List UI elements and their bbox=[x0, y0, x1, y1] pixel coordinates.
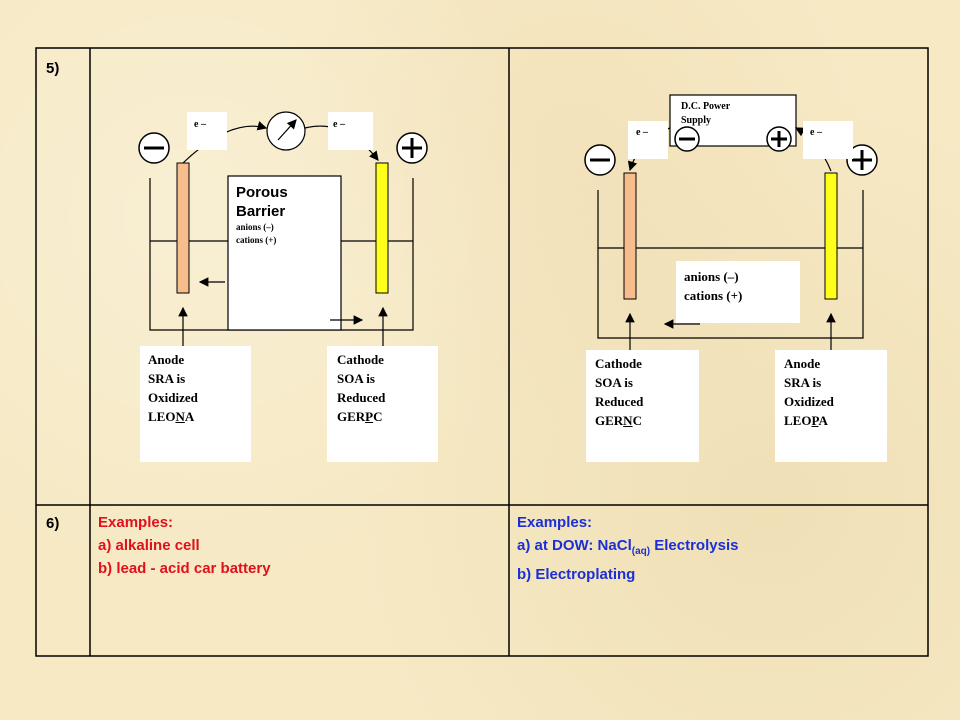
examples-title: Examples: bbox=[98, 514, 174, 531]
porous-barrier bbox=[227, 175, 342, 331]
galvanic-anode-label: Anode SRA is Oxidized LEONA bbox=[140, 346, 251, 462]
example-item: b) lead - acid car battery bbox=[98, 560, 271, 577]
galvanic-cathode-label: Cathode SOA is Reduced GERPC bbox=[327, 346, 438, 462]
electrolytic-electron-label-right: e – bbox=[803, 121, 853, 159]
example-item: a) at DOW: NaCl(aq) Electrolysis bbox=[517, 537, 739, 557]
minus-icon bbox=[674, 126, 700, 152]
galvanic-examples: Examples: a) alkaline cell b) lead - aci… bbox=[98, 511, 271, 580]
example-item: a) alkaline cell bbox=[98, 537, 200, 554]
barrier-title: Barrier bbox=[236, 203, 286, 220]
galvanic-electron-label-right: e – bbox=[328, 112, 373, 150]
porous-barrier-text: Porous Barrier anions (–) cations (+) bbox=[236, 183, 288, 247]
galvanic-wire bbox=[182, 121, 268, 164]
electrolytic-cathode-label: Cathode SOA is Reduced GERNC bbox=[586, 350, 699, 462]
plus-icon bbox=[396, 132, 428, 164]
electrolytic-anode-label: Anode SRA is Oxidized LEOPA bbox=[775, 350, 887, 462]
electrolytic-electron-label-left: e – bbox=[628, 121, 668, 159]
plus-icon bbox=[766, 126, 792, 152]
electrolytic-examples: Examples: a) at DOW: NaCl(aq) Electrolys… bbox=[517, 511, 738, 586]
power-supply-label: D.C. Power Supply bbox=[681, 101, 731, 126]
plus-icon bbox=[846, 144, 878, 176]
minus-icon bbox=[584, 144, 616, 176]
examples-title: Examples: bbox=[517, 514, 593, 531]
barrier-cations: cations (+) bbox=[236, 235, 277, 245]
example-item: b) Electroplating bbox=[517, 566, 636, 583]
galvanic-cathode-electrode bbox=[375, 162, 389, 294]
electrolytic-ions-label: anions (–) cations (+) bbox=[676, 261, 800, 323]
row-number-6: 6) bbox=[46, 515, 60, 532]
electrolytic-beaker bbox=[597, 190, 864, 339]
barrier-title: Porous bbox=[236, 184, 288, 201]
barrier-anions: anions (–) bbox=[236, 222, 274, 232]
row-number-5: 5) bbox=[46, 60, 60, 77]
minus-icon bbox=[138, 132, 170, 164]
galvanic-electron-label-left: e – bbox=[187, 112, 227, 150]
electrolytic-anode-electrode bbox=[824, 172, 838, 300]
electrolytic-cathode-electrode bbox=[623, 172, 637, 300]
